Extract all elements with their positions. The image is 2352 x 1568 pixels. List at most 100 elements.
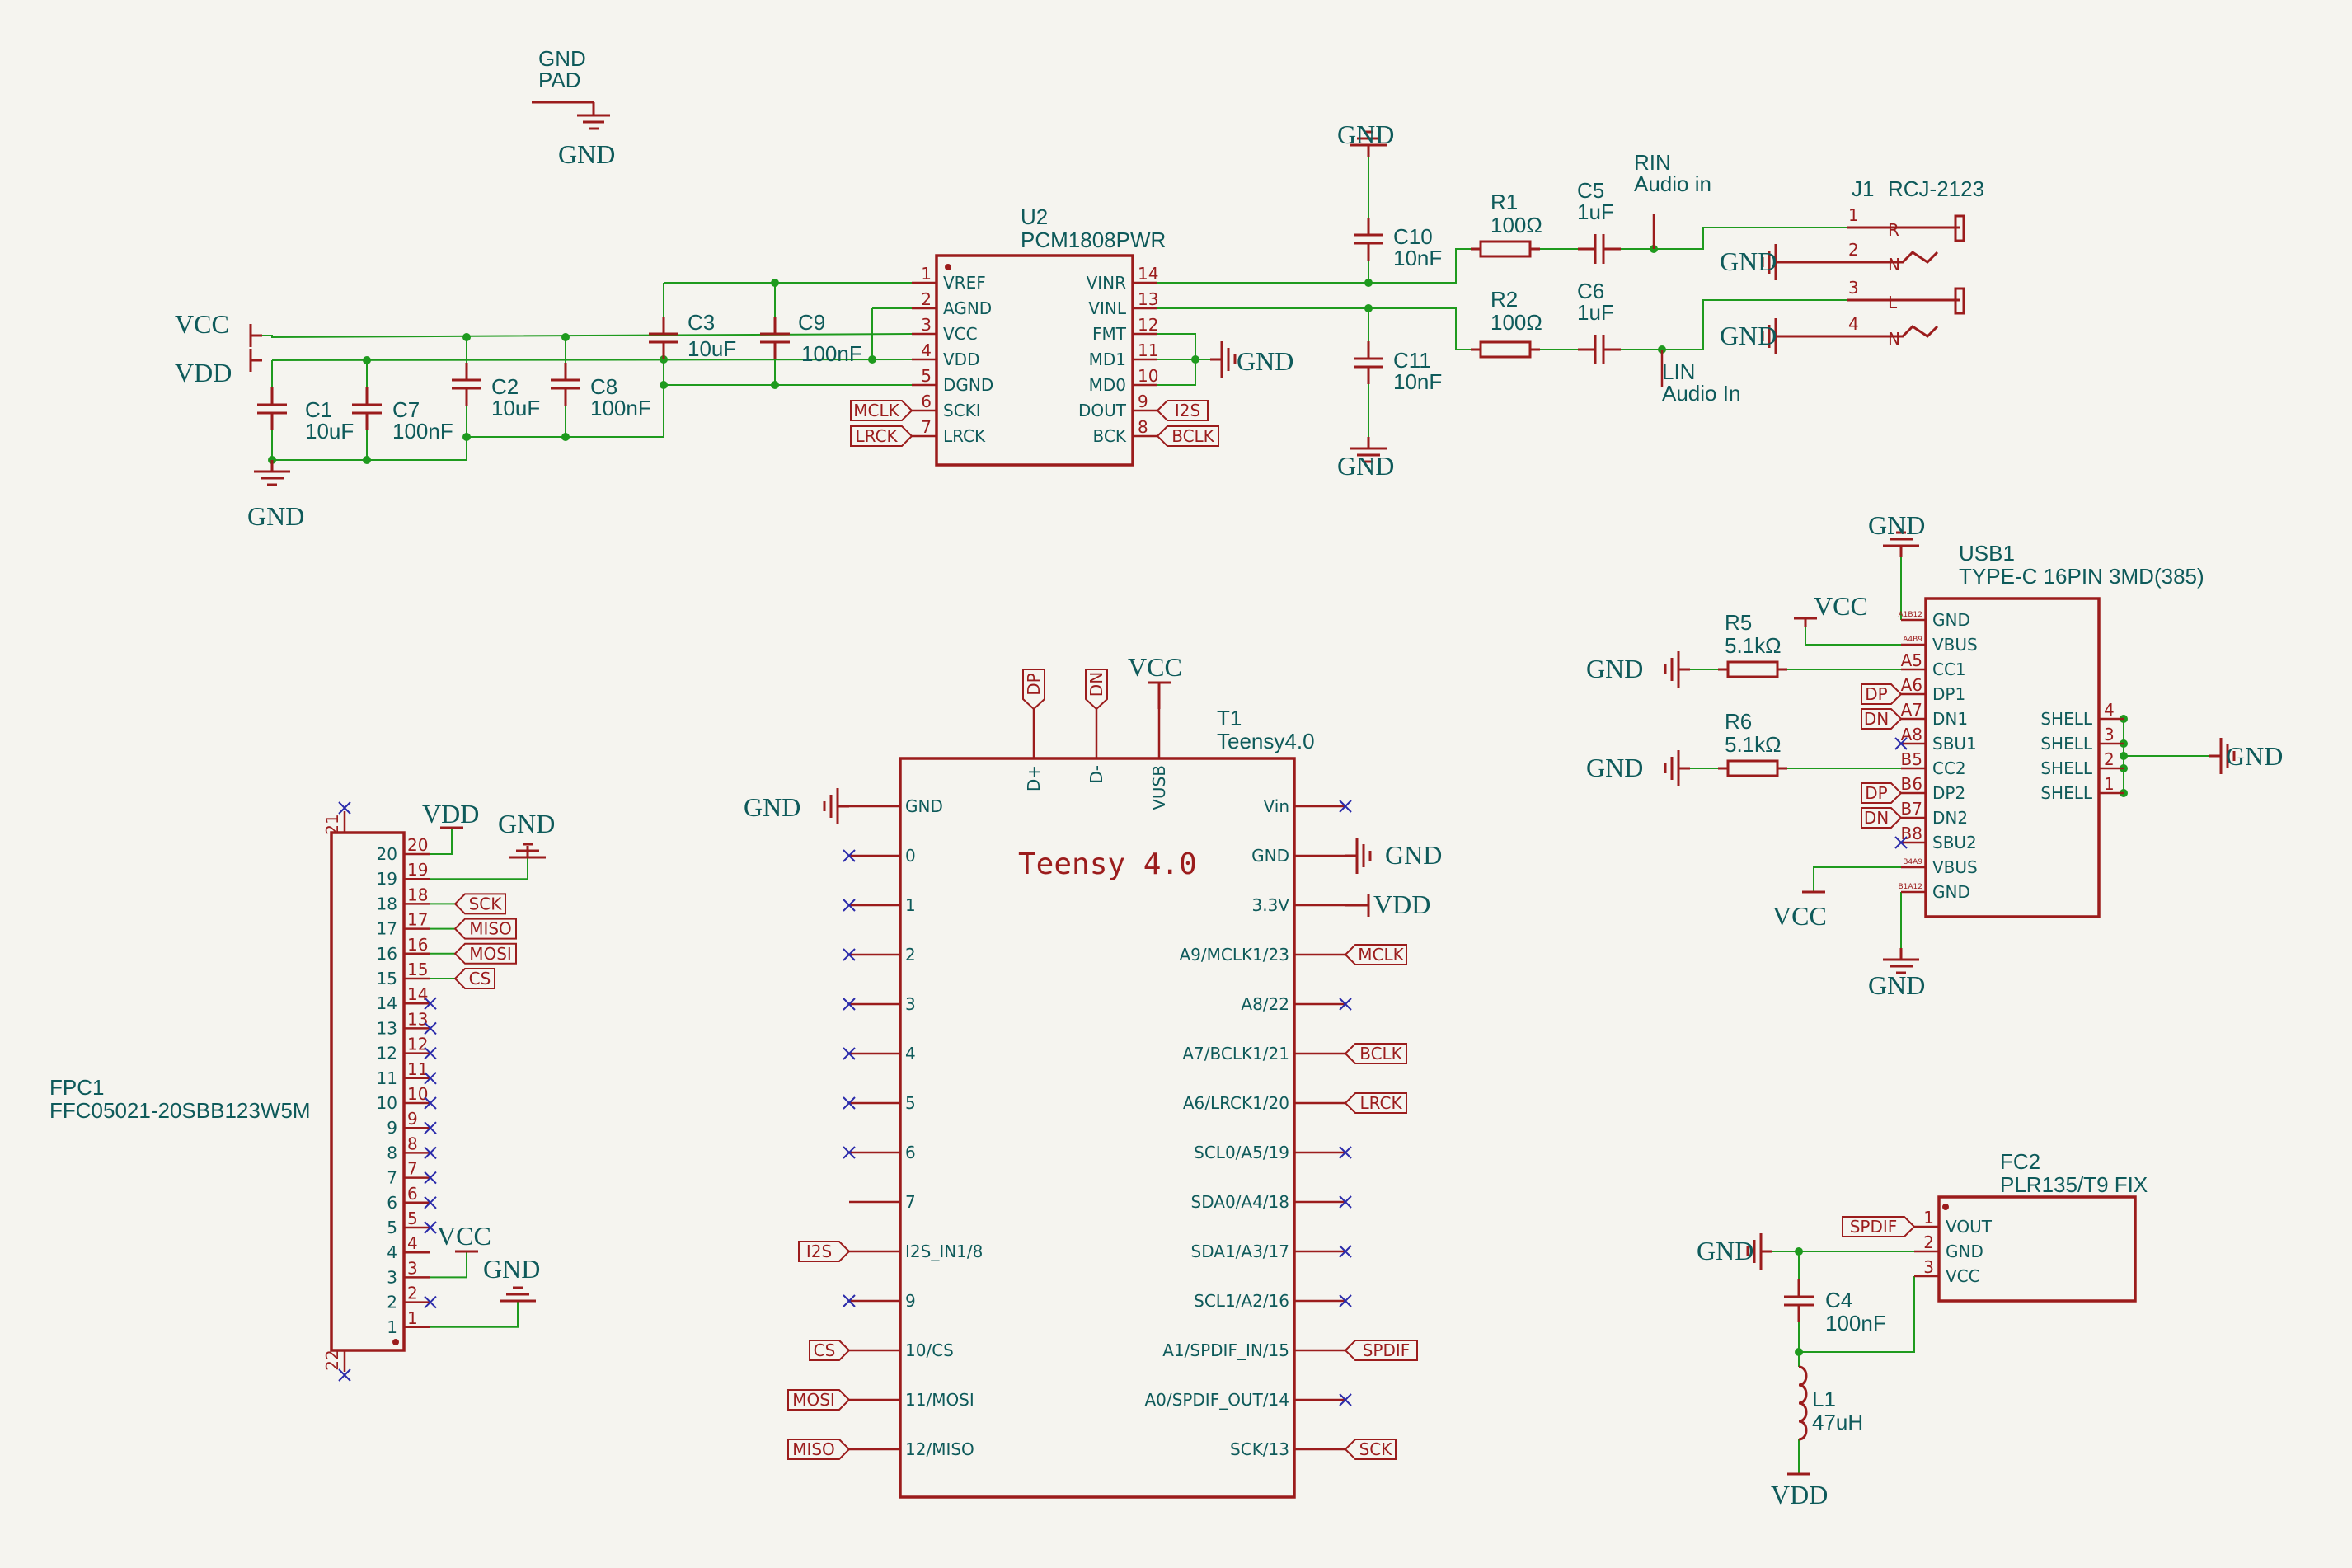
junction — [2120, 752, 2128, 760]
no-connect-mark — [424, 1072, 437, 1085]
no-connect-mark — [424, 1046, 437, 1060]
u2-pin-num: 13 — [1138, 289, 1158, 309]
t1-pin-name: 9 — [905, 1291, 916, 1311]
fpc1-pin-label: 17 — [377, 919, 397, 939]
gnd-c11: GND — [1337, 451, 1394, 481]
r6-value: 5.1kΩ — [1725, 732, 1782, 757]
t1-mclk: MCLK — [1358, 945, 1404, 965]
t1-pin-name: SDA0/A4/18 — [1191, 1192, 1289, 1212]
gnd-fc2: GND — [1697, 1236, 1753, 1265]
t1-miso: MISO — [792, 1439, 835, 1459]
fpc1-pin-num: 4 — [407, 1233, 418, 1253]
junction — [771, 381, 779, 389]
no-connect-mark — [424, 1146, 437, 1160]
vcc-usb-bottom: VCC — [1772, 901, 1827, 931]
t1-pin-name: SCK/13 — [1230, 1439, 1289, 1459]
fpc-cs: CS — [469, 969, 491, 988]
t1-pin-name: SCL1/A2/16 — [1194, 1291, 1289, 1311]
c1-symbol — [257, 387, 287, 430]
gnd-j1-4: GND — [1720, 321, 1777, 350]
usb1-pin-name: VBUS — [1932, 635, 1978, 655]
u2-pin-num: 14 — [1138, 264, 1158, 284]
t1-pin-name: A6/LRCK1/20 — [1183, 1093, 1289, 1113]
junction — [561, 333, 570, 341]
u2-pin-name: MD1 — [1089, 350, 1126, 369]
gnd-usb-bottom: GND — [1868, 970, 1925, 1000]
no-connect-mark — [1339, 1146, 1352, 1159]
fpc1-pin-label: 14 — [377, 993, 397, 1013]
t1-pin-name: 4 — [905, 1044, 916, 1063]
gnd-shell: GND — [2226, 741, 2283, 771]
gnd-bottom-left: GND — [247, 501, 304, 531]
no-connect-mark — [424, 1121, 437, 1134]
junction — [771, 279, 779, 287]
fpc1-pin-num: 15 — [407, 960, 428, 979]
usb1-pin-name: DP2 — [1932, 783, 1965, 803]
c1c7-bottom — [271, 430, 368, 461]
gnd-symbol — [1746, 1233, 1772, 1270]
usb-dn2-flag — [1861, 807, 1903, 829]
fpc1-pin-num: 2 — [407, 1284, 418, 1303]
fc2-pin-num: 1 — [1923, 1208, 1934, 1228]
usb1-pin-name: DN1 — [1932, 709, 1968, 729]
usb1-pin-num: A4B9 — [1903, 636, 1922, 644]
gnd-symbol — [1664, 750, 1690, 786]
fpc1-pin-label: 19 — [377, 869, 397, 889]
gnd-symbol — [1883, 531, 1919, 557]
fpc1-pin-label: 5 — [387, 1218, 397, 1237]
fpc1-pin-num: 17 — [407, 910, 428, 930]
fpc1-pin-label: 12 — [377, 1044, 397, 1063]
no-connect-mark — [338, 801, 351, 815]
fpc1-pin-label: 4 — [387, 1242, 397, 1262]
t1-pin-name: I2S_IN1/8 — [905, 1242, 983, 1261]
usb1-pin-name: SHELL — [2040, 758, 2093, 778]
no-connect-mark — [843, 948, 856, 961]
vcc-usb-top-symbol — [1794, 617, 1817, 627]
t1-mclk-flag — [1344, 944, 1407, 965]
r5-value: 5.1kΩ — [1725, 633, 1782, 658]
j1-n2-contact — [1787, 325, 1939, 338]
c5-value: 1uF — [1577, 200, 1614, 224]
usb1-pin-num: A1B12 — [1898, 611, 1922, 619]
u2-pin-name: BCK — [1093, 426, 1127, 446]
c10-ref: C10 — [1393, 224, 1433, 249]
c4-value: 100nF — [1825, 1311, 1886, 1336]
j1-pin-name: N — [1888, 329, 1900, 349]
gnd-fpc-top: GND — [498, 809, 555, 838]
u2-pin-num: 10 — [1138, 366, 1158, 386]
usb1-pin-num: A6 — [1901, 675, 1922, 695]
no-connect-mark — [1894, 836, 1908, 849]
junction — [462, 333, 471, 341]
vcc-rail — [262, 333, 913, 339]
rin-name: RIN — [1634, 150, 1671, 175]
vdd-l1: VDD — [1771, 1480, 1828, 1509]
vdd-t1-symbol — [1345, 894, 1370, 917]
fpc1-pin-num: 6 — [407, 1184, 418, 1204]
t1-spdif: SPDIF — [1363, 1340, 1411, 1360]
fpc1-mount-top-num: 21 — [322, 814, 342, 834]
c9-value: 100nF — [801, 341, 862, 366]
u2-mclk: MCLK — [853, 401, 899, 420]
usb1-body — [1924, 597, 2101, 918]
t1-pin-name: SDA1/A3/17 — [1191, 1242, 1289, 1261]
usb1-pin-name: GND — [1932, 882, 1970, 902]
vcc-usb-top: VCC — [1814, 591, 1868, 621]
fpc1-pin-label: 1 — [387, 1317, 397, 1337]
gnd-usb-top: GND — [1868, 510, 1925, 540]
no-connect-mark — [843, 1294, 856, 1307]
fpc1-pin-label: 10 — [377, 1093, 397, 1113]
usb1-ref: USB1 — [1959, 541, 2015, 566]
no-connect-mark — [338, 1368, 351, 1382]
l1-value: 47uH — [1812, 1410, 1863, 1434]
l1-symbol — [1798, 1365, 1808, 1441]
no-connect-mark — [424, 1295, 437, 1309]
fc2-ref: FC2 — [2000, 1149, 2040, 1174]
no-connect-mark — [1339, 1294, 1352, 1307]
u2-pin-num: 2 — [921, 289, 932, 309]
gnd-fpc-bottom-symbol — [500, 1286, 536, 1303]
j1-l-contact — [1847, 287, 1965, 315]
no-connect-mark — [424, 1171, 437, 1185]
u2-pin-name: DGND — [943, 375, 993, 395]
junction — [561, 433, 570, 441]
c6-symbol — [1578, 335, 1621, 364]
